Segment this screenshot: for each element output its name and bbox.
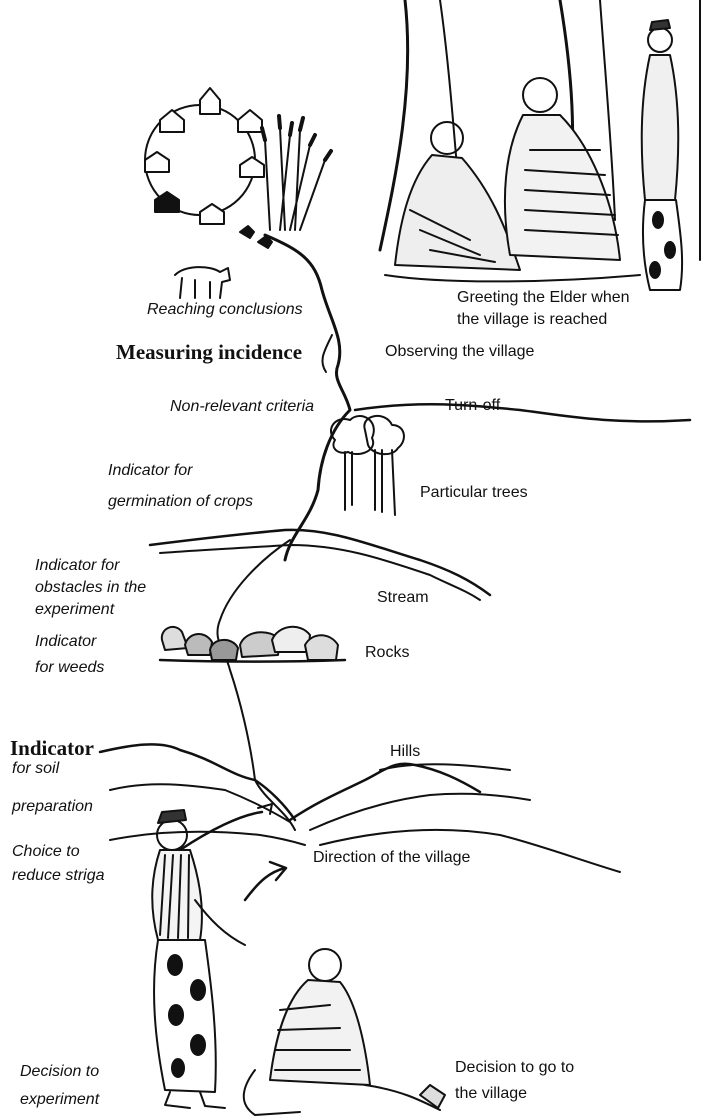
hills-label: Hills bbox=[390, 742, 420, 762]
germination-label-line2: germination of crops bbox=[108, 492, 253, 512]
turn-off bbox=[355, 404, 690, 421]
observing-label: Observing the village bbox=[385, 342, 534, 362]
decision-experiment-label-line2: experiment bbox=[20, 1090, 99, 1110]
germination-label-line1: Indicator for bbox=[108, 461, 192, 481]
trees-label: Particular trees bbox=[420, 483, 528, 503]
village-path bbox=[217, 235, 350, 830]
rocks-label: Rocks bbox=[365, 643, 409, 663]
direction-arrow bbox=[245, 862, 286, 900]
decision-go-label-line2: the village bbox=[455, 1084, 527, 1104]
obstacles-label-line3: experiment bbox=[35, 600, 114, 620]
trees bbox=[331, 416, 404, 515]
non-relevant-label: Non-relevant criteria bbox=[170, 397, 314, 417]
greeting-label-line1: Greeting the Elder when bbox=[457, 288, 630, 308]
soil-label-line2: preparation bbox=[12, 797, 93, 817]
decision-experiment-label-line1: Decision to bbox=[20, 1062, 99, 1082]
stream bbox=[150, 530, 490, 600]
turn-off-label: Turn-off bbox=[445, 396, 500, 416]
rocks bbox=[160, 627, 345, 662]
seated-man bbox=[244, 949, 445, 1115]
soil-label-line1: for soil bbox=[12, 759, 59, 779]
choice-label-line2: reduce striga bbox=[12, 866, 105, 886]
obstacles-label-line2: obstacles in the bbox=[35, 578, 146, 598]
direction-label: Direction of the village bbox=[313, 848, 470, 868]
weeds-label-line2: for weeds bbox=[35, 658, 104, 678]
village-elder-scene bbox=[380, 0, 700, 290]
weeds-label-line1: Indicator bbox=[35, 632, 96, 652]
decision-go-label-line1: Decision to go to bbox=[455, 1058, 574, 1078]
soil-indicator-heading: Indicator bbox=[10, 738, 94, 758]
choice-label-line1: Choice to bbox=[12, 842, 80, 862]
animals bbox=[175, 226, 272, 298]
measuring-incidence-heading: Measuring incidence bbox=[116, 342, 302, 362]
conclusions-label: Reaching conclusions bbox=[147, 300, 303, 320]
obstacles-label-line1: Indicator for bbox=[35, 556, 119, 576]
woman-pointing bbox=[152, 804, 272, 1108]
greeting-label-line2: the village is reached bbox=[457, 310, 607, 330]
harvest-wreath bbox=[145, 88, 331, 230]
stream-label: Stream bbox=[377, 588, 429, 608]
